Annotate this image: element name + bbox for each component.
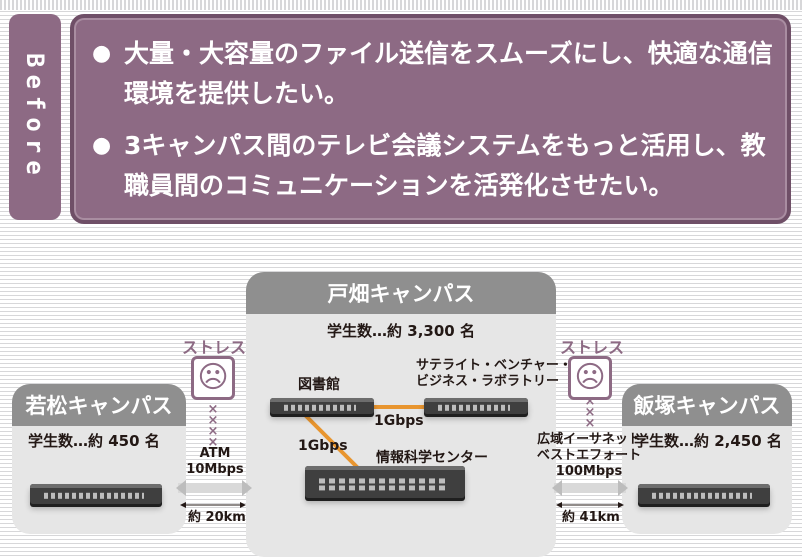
tobata-campus-title: 戸畑キャンパス [246,272,556,314]
satellite-switch [424,398,528,414]
iizuka-students: 学生数…約 2,450 名 [634,432,782,450]
wakamatsu-campus-panel: 若松キャンパス 学生数…約 450 名 [12,384,186,534]
link-speed-label: 1Gbps [374,413,424,429]
wakamatsu-link-label: ATM 10Mbps [186,446,244,477]
bullet-icon: ● [92,41,112,66]
wakamatsu-arrow-right [242,480,252,496]
library-center-link [298,408,362,472]
wakamatsu-campus-title: 若松キャンパス [12,384,186,426]
before-item-1: ● 大量・大容量のファイル送信をスムーズにし、快適な通信環境を提供したい。 [92,34,773,114]
top-pattern-band [0,0,802,10]
wakamatsu-distance-label: 約 20km [188,510,246,525]
iizuka-switch [638,484,770,504]
before-item-text: 3キャンパス間のテレビ会議システムをもっと活用し、教職員間のコミュニケーションを… [124,131,766,200]
iizuka-arrow-right [618,480,628,496]
satellite-label: サテライト・ベンチャー・ ビジネス・ラボラトリー [416,358,572,389]
wakamatsu-link-bar [178,483,248,493]
stress-face-icon: ☹ [191,356,235,400]
library-label: 図書館 [298,377,340,393]
iizuka-link-label: 広域イーサネット ベストエフォート 100Mbps [536,432,642,479]
before-item-text: 大量・大容量のファイル送信をスムーズにし、快適な通信環境を提供したい。 [124,39,773,108]
info-center-switch [305,466,465,498]
iizuka-campus-panel: 飯塚キャンパス 学生数…約 2,450 名 [622,384,792,534]
iizuka-arrow-left [552,480,562,496]
before-item-2: ● 3キャンパス間のテレビ会議システムをもっと活用し、教職員間のコミュニケーショ… [92,126,773,206]
iizuka-distance-label: 約 41km [562,510,620,525]
stress-label: ストレス [182,338,247,357]
stress-marks: × × × × [207,402,219,450]
library-switch [270,398,374,414]
wakamatsu-arrow-left [176,480,186,496]
info-center-label: 情報科学センター [376,450,488,466]
stress-marks: × × × [584,394,596,431]
link-speed-label: 1Gbps [298,438,348,454]
before-box: ● 大量・大容量のファイル送信をスムーズにし、快適な通信環境を提供したい。 ● … [70,14,791,224]
iizuka-campus-title: 飯塚キャンパス [622,384,792,426]
before-tab: Before [9,14,61,220]
wakamatsu-switch [30,484,162,504]
before-tab-label: Before [21,52,49,182]
wakamatsu-students: 学生数…約 450 名 [28,432,160,450]
tobata-campus-panel: 戸畑キャンパス 学生数…約 3,300 名 [246,272,556,557]
stress-face-icon: ☹ [568,356,612,400]
tobata-students: 学生数…約 3,300 名 [327,322,475,340]
iizuka-link-bar [554,483,626,493]
stress-label: ストレス [560,338,625,357]
bullet-icon: ● [92,133,112,158]
